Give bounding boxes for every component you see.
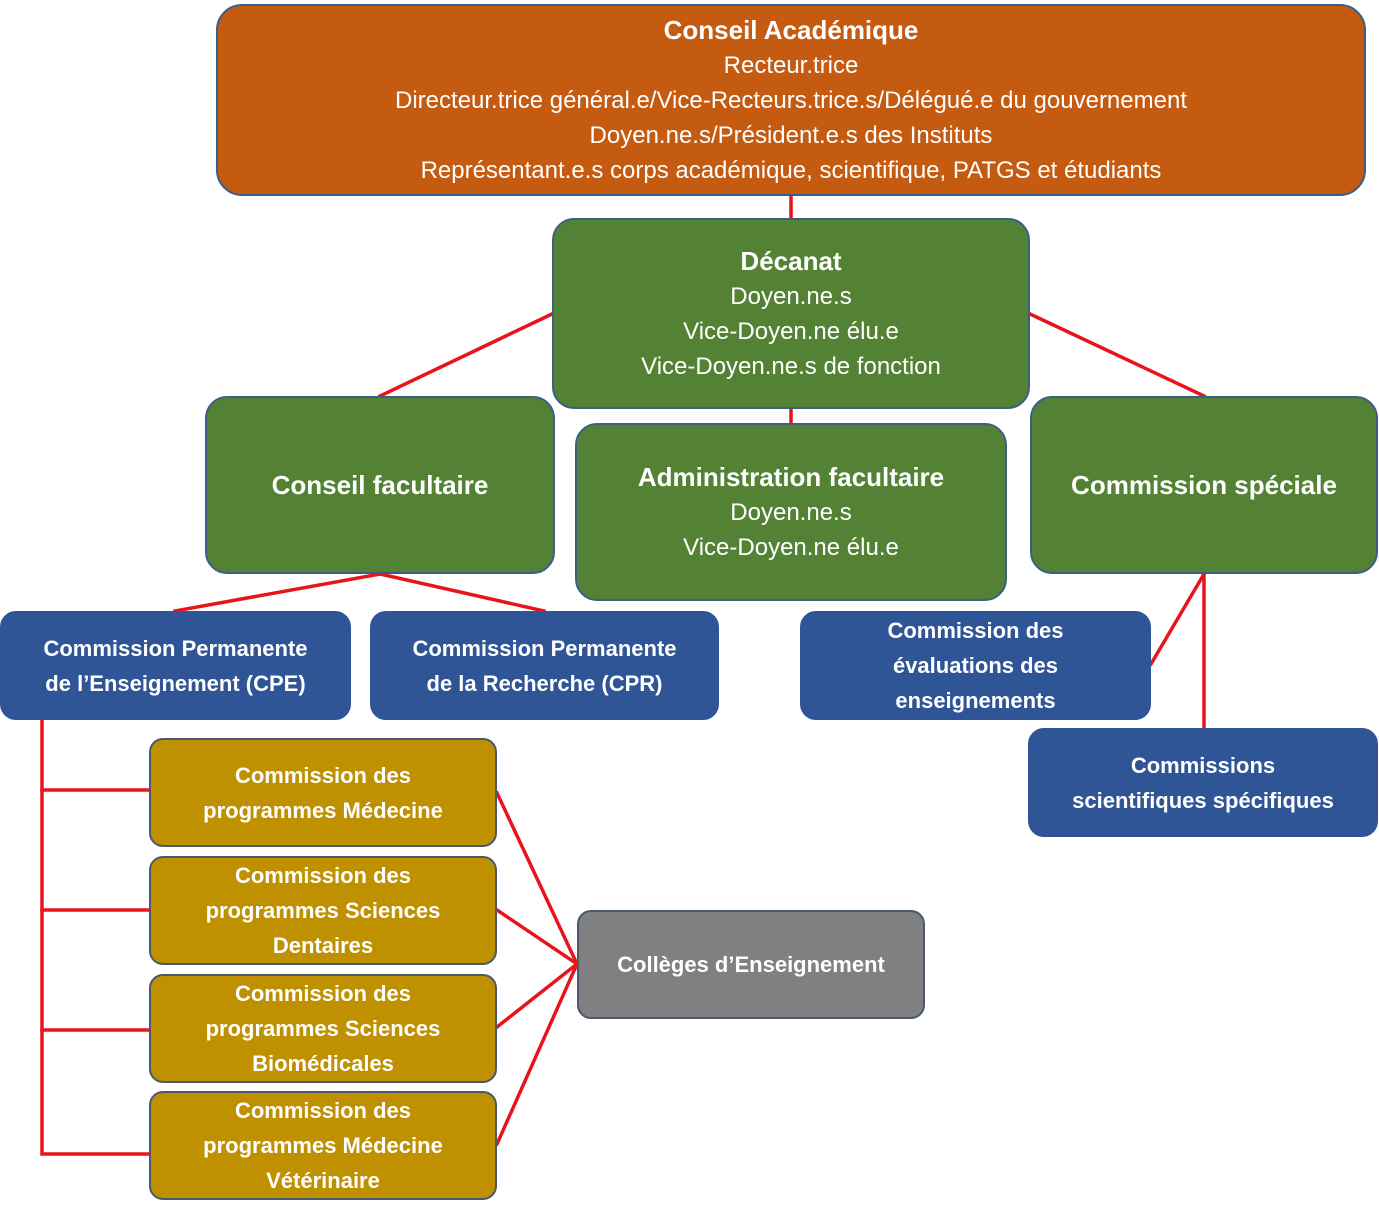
decanat-line: Doyen.ne.s: [730, 282, 852, 310]
decanat-box: Décanat Doyen.ne.s Vice-Doyen.ne élu.e V…: [552, 218, 1030, 409]
conseil-facultaire-box: Conseil facultaire: [205, 396, 555, 574]
decanat-line: Vice-Doyen.ne.s de fonction: [641, 352, 941, 380]
commission-evaluations-line: évaluations des: [892, 653, 1059, 678]
cpe-box: Commission Permanente de l’Enseignement …: [0, 611, 351, 720]
programme-sciences-dentaires-box: Commission des programmes Sciences Denta…: [149, 856, 497, 965]
conseil-academique-line: Recteur.trice: [723, 51, 859, 79]
commission-speciale-title: Commission spéciale: [1071, 469, 1337, 500]
link-decanat-conseil-facultaire: [377, 311, 555, 399]
colleges-enseignement-box: Collèges d’Enseignement: [577, 910, 925, 1019]
commission-evaluations-box: Commission des évaluations des enseignem…: [800, 611, 1151, 720]
cpr-line: Commission Permanente: [412, 635, 677, 661]
programme-line: Vétérinaire: [266, 1168, 380, 1193]
decanat-line: Vice-Doyen.ne élu.e: [683, 317, 899, 345]
programme-medecine-veterinaire-box: Commission des programmes Médecine Vétér…: [149, 1091, 497, 1200]
programme-line: Commission des: [234, 981, 412, 1006]
conseil-academique-line: Représentant.e.s corps académique, scien…: [420, 156, 1162, 184]
link-speciale-cee: [1148, 571, 1207, 667]
link-conseil-cpr: [377, 571, 547, 614]
administration-facultaire-line: Vice-Doyen.ne élu.e: [683, 533, 899, 561]
link-conseil-cpe: [172, 571, 383, 614]
commission-speciale-box: Commission spéciale: [1030, 396, 1378, 574]
cpr-box: Commission Permanente de la Recherche (C…: [370, 611, 719, 720]
commissions-scientifiques-line: scientifiques spécifiques: [1072, 787, 1334, 813]
cpe-line: Commission Permanente: [43, 635, 308, 661]
link-prog-medecine-colleges: [494, 790, 580, 967]
programme-line: Commission des: [234, 762, 412, 788]
link-prog-biomedicales-colleges: [494, 961, 580, 1030]
conseil-academique-box: Conseil Académique Recteur.trice Directe…: [216, 4, 1366, 196]
cpr-line: de la Recherche (CPR): [426, 670, 663, 696]
programme-medecine-box: Commission des programmes Médecine: [149, 738, 497, 847]
conseil-academique-line: Directeur.trice général.e/Vice-Recteurs.…: [395, 86, 1187, 114]
conseil-facultaire-title: Conseil facultaire: [271, 469, 489, 500]
conseil-academique-line: Doyen.ne.s/Président.e.s des Instituts: [589, 121, 993, 149]
programme-line: Dentaires: [272, 933, 374, 958]
programme-line: programmes Sciences: [205, 1016, 441, 1041]
programme-line: Commission des: [234, 1098, 412, 1123]
programme-line: programmes Médecine: [203, 797, 443, 823]
decanat-title: Décanat: [740, 245, 842, 276]
commission-evaluations-line: enseignements: [895, 688, 1056, 713]
programme-sciences-biomedicales-box: Commission des programmes Sciences Biomé…: [149, 974, 497, 1083]
colleges-enseignement-title: Collèges d’Enseignement: [617, 952, 885, 977]
programme-line: Commission des: [234, 863, 412, 888]
administration-facultaire-title: Administration facultaire: [637, 461, 945, 492]
commission-evaluations-line: Commission des: [887, 618, 1064, 643]
link-decanat-commission-speciale: [1027, 311, 1207, 399]
programme-line: programmes Médecine: [203, 1133, 443, 1158]
administration-facultaire-box: Administration facultaire Doyen.ne.s Vic…: [575, 423, 1007, 601]
cpe-line: de l’Enseignement (CPE): [45, 670, 306, 696]
programme-line: programmes Sciences: [205, 898, 441, 923]
conseil-academique-title: Conseil Académique: [663, 14, 919, 45]
administration-facultaire-line: Doyen.ne.s: [730, 498, 852, 526]
programme-line: Biomédicales: [252, 1051, 394, 1076]
commissions-scientifiques-line: Commissions: [1130, 752, 1276, 778]
link-cpe-bracket: [40, 717, 151, 1156]
commissions-scientifiques-box: Commissions scientifiques spécifiques: [1028, 728, 1378, 837]
link-prog-dentaires-colleges: [494, 907, 580, 967]
link-prog-veterinaire-colleges: [494, 961, 580, 1147]
